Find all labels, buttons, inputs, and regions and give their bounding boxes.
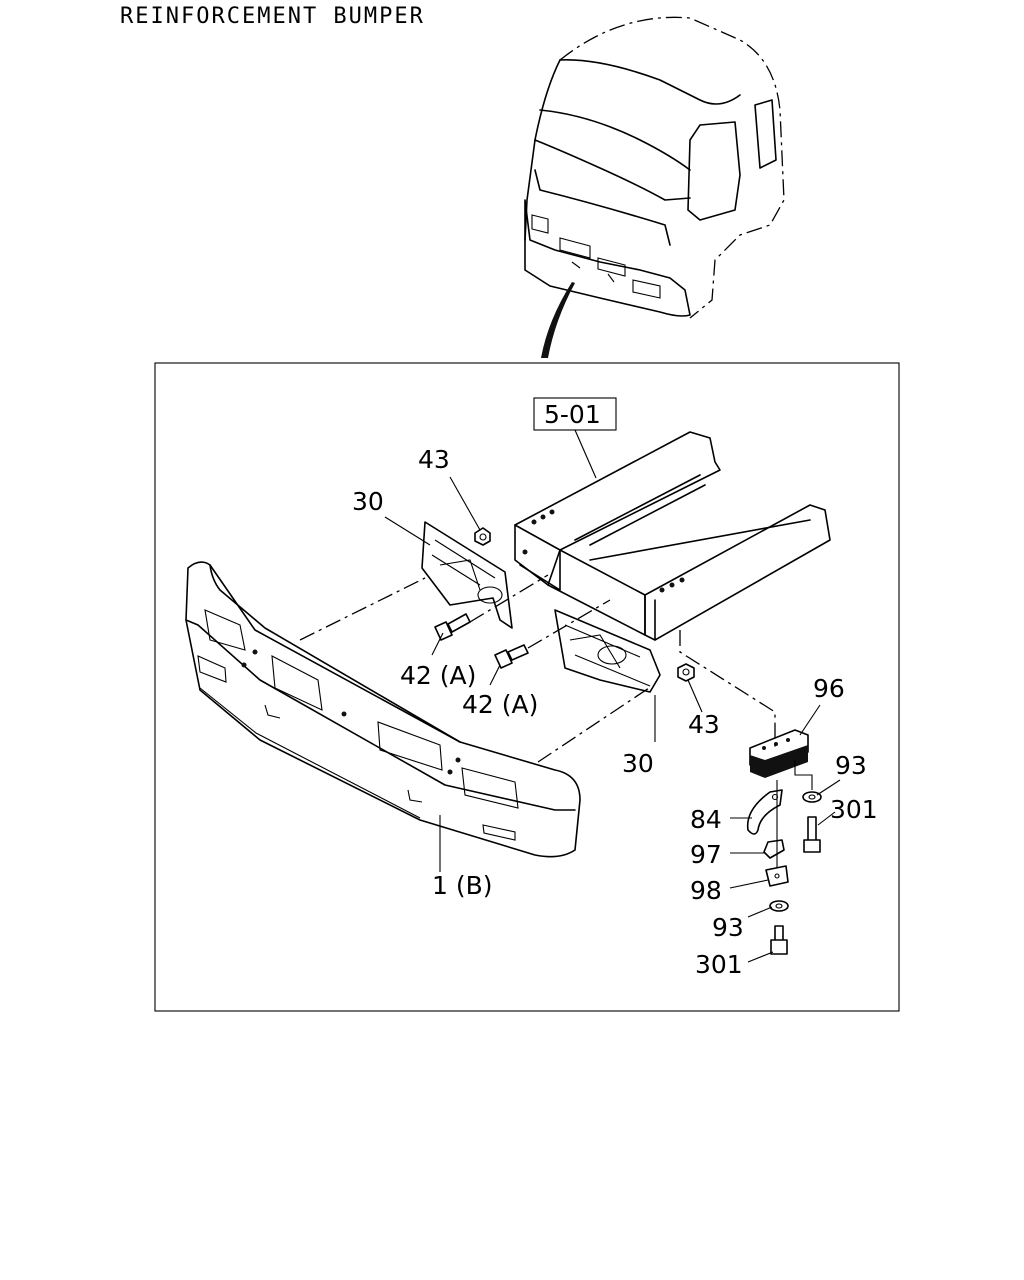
- truck-cab-illustration: [524, 16, 785, 319]
- callout-42a-left: 42 (A): [400, 661, 476, 690]
- detail-frame: [154, 362, 900, 1012]
- tow-hook-block-96: [749, 729, 809, 778]
- callout-301-top: 301: [830, 795, 878, 824]
- washer-93-top: [802, 791, 822, 803]
- callout-30-bottom: 30: [622, 749, 654, 778]
- plate-98: [765, 865, 789, 887]
- bracket-30-left: [421, 521, 513, 629]
- callout-93-bottom: 93: [712, 913, 744, 942]
- bolt-301-bottom: [770, 925, 788, 955]
- callout-84: 84: [690, 805, 722, 834]
- callout-43-right: 43: [688, 710, 720, 739]
- reference-label: 5-01: [544, 400, 601, 429]
- bolt-42a-left: [434, 613, 471, 641]
- nut-43-right: [677, 663, 695, 682]
- pin-97: [763, 839, 785, 859]
- callout-43-top: 43: [418, 445, 450, 474]
- callout-97: 97: [690, 840, 722, 869]
- bumper-1b: [185, 561, 581, 858]
- callout-30-top: 30: [352, 487, 384, 516]
- callout-1b: 1 (B): [432, 871, 493, 900]
- assembly-lines: [299, 574, 813, 868]
- bracket-30-right: [554, 609, 661, 693]
- diagram-title: REINFORCEMENT BUMPER: [120, 4, 425, 29]
- leader-lines: [384, 476, 841, 963]
- callout-98: 98: [690, 876, 722, 905]
- pointer-arrow: [541, 282, 575, 358]
- washer-93-bottom: [769, 900, 789, 912]
- chassis-frame-5-01: [514, 431, 831, 641]
- callout-93-top: 93: [835, 751, 867, 780]
- bolt-301-top: [803, 816, 821, 853]
- bolt-42a-right: [494, 644, 529, 669]
- callout-96: 96: [813, 674, 845, 703]
- callout-42a-right: 42 (A): [462, 690, 538, 719]
- callout-301-bottom: 301: [695, 950, 743, 979]
- nut-43-top: [474, 527, 491, 546]
